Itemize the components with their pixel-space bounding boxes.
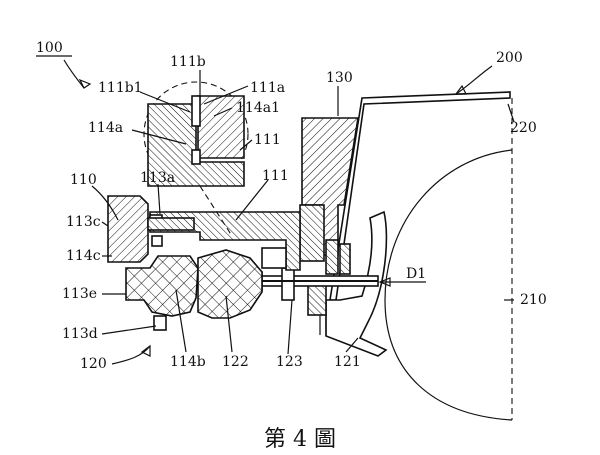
label-113c: 113c: [66, 214, 101, 230]
mount-130: [299, 117, 359, 262]
label-113d: 113d: [62, 326, 98, 342]
label-200: 200: [496, 50, 523, 66]
leader-lines: [36, 55, 515, 365]
label-111: 111: [262, 168, 289, 184]
housing-200: [329, 91, 513, 421]
label-121: 121: [334, 354, 361, 370]
label-111-detail: 111: [254, 132, 281, 148]
label-123: 123: [276, 354, 303, 370]
bracket-121: [307, 210, 388, 357]
detail-view: [143, 81, 249, 237]
label-114a: 114a: [88, 120, 123, 136]
part-120: [125, 235, 263, 331]
label-D1: D1: [406, 266, 426, 282]
label-120: 120: [80, 356, 107, 372]
figure-caption: 第 4 圖: [264, 427, 336, 452]
label-113e: 113e: [62, 286, 97, 302]
knob-110: [107, 195, 195, 263]
label-220: 220: [510, 120, 537, 136]
label-130: 130: [326, 70, 353, 86]
label-210: 210: [520, 292, 547, 308]
label-111b1: 111b1: [98, 80, 143, 96]
label-111b: 111b: [170, 54, 206, 70]
label-113a: 113a: [140, 170, 175, 186]
label-114b: 114b: [170, 354, 206, 370]
label-110: 110: [70, 172, 97, 188]
label-111a: 111a: [250, 80, 285, 96]
label-122: 122: [222, 354, 249, 370]
label-114c: 114c: [66, 248, 101, 264]
label-114a1: 114a1: [236, 100, 280, 116]
label-100: 100: [36, 40, 63, 56]
